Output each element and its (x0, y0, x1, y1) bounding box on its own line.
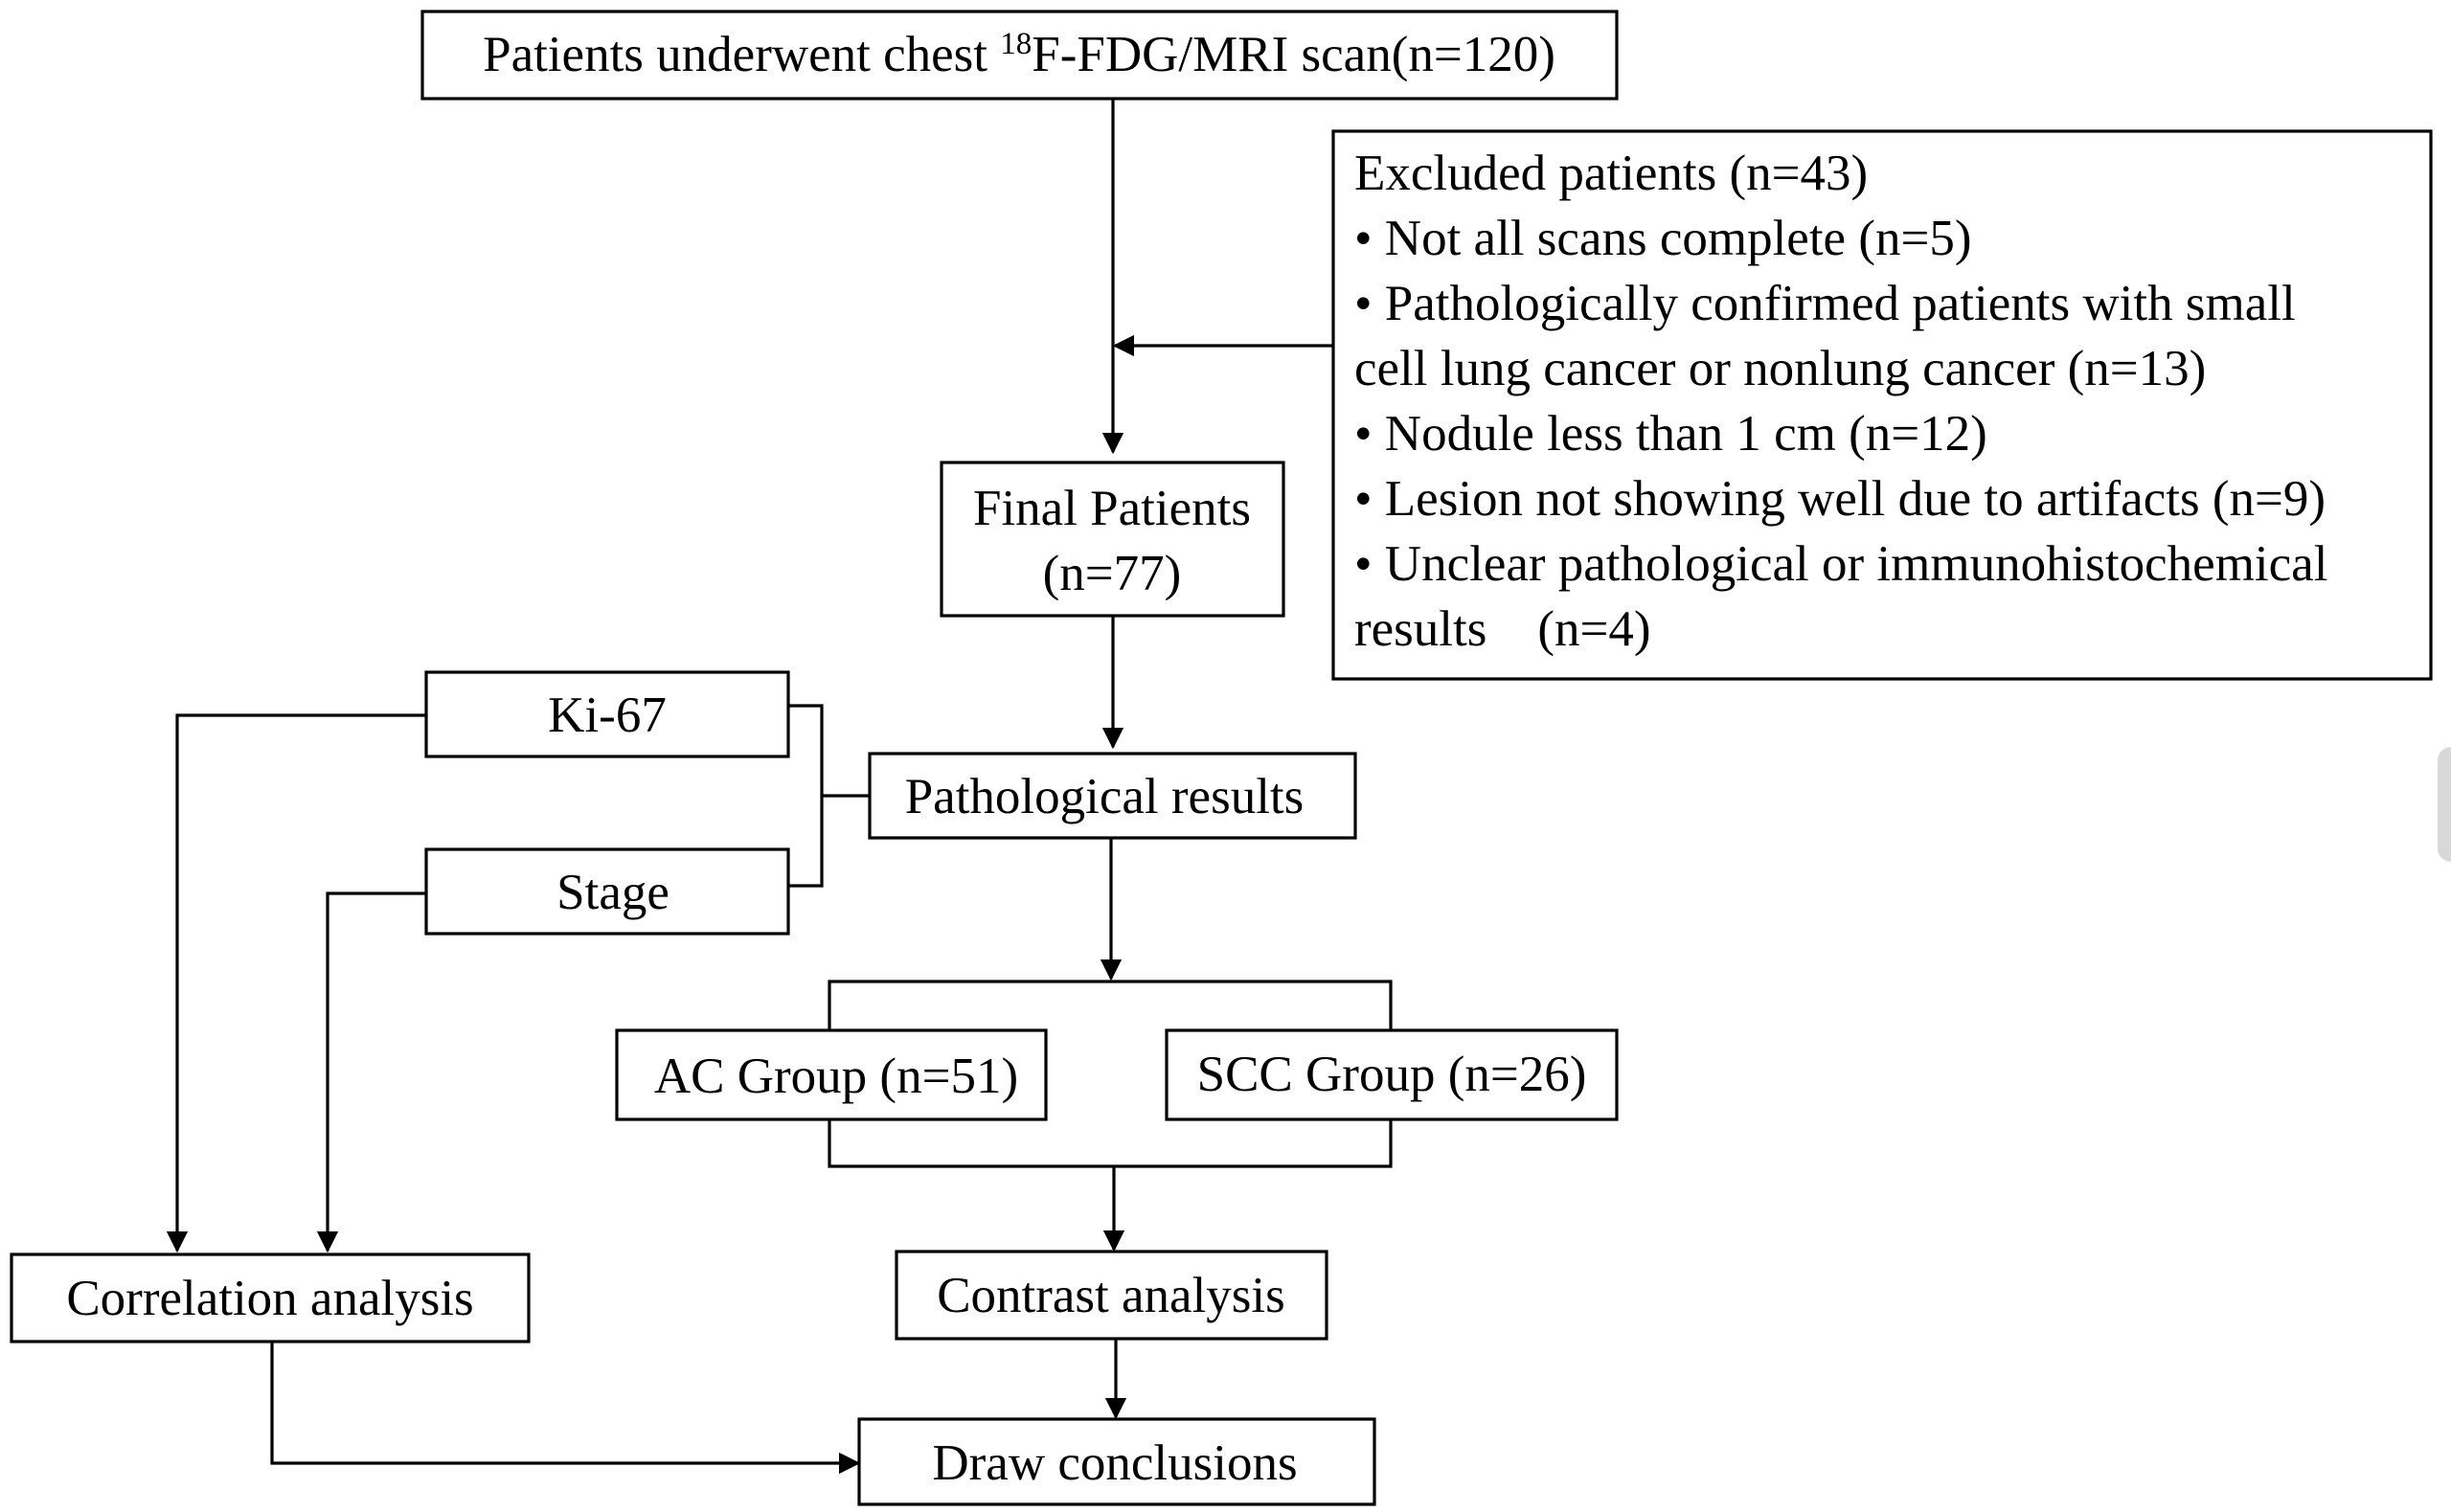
final-patients-count: (n=77) (1043, 546, 1182, 601)
excluded-reason-1: • Not all scans complete (n=5) (1354, 211, 1972, 266)
final-patients-label: Final Patients (973, 481, 1251, 536)
box-scc-group: SCC Group (n=26) (1165, 1028, 1619, 1121)
excluded-reason-5: • Unclear pathological or immunohistoche… (1354, 536, 2327, 592)
excluded-reason-3: • Nodule less than 1 cm (n=12) (1354, 406, 1987, 462)
box-final-patients: Final Patients (n=77) (940, 461, 1285, 618)
box-correlation-analysis: Correlation analysis (10, 1252, 531, 1343)
bracket-ki67-stage (788, 704, 870, 888)
pathological-results-label: Pathological results (905, 769, 1305, 824)
ki67-label: Ki-67 (548, 688, 667, 743)
page-edge-handle (2438, 747, 2451, 862)
excluded-title: Excluded patients (n=43) (1354, 146, 1868, 201)
box-patients-scanned: Patients underwent chest 18F-FDG/MRI sca… (420, 10, 1619, 101)
contrast-analysis-label: Contrast analysis (937, 1268, 1285, 1323)
box-stage: Stage (424, 847, 790, 936)
draw-conclusions-label: Draw conclusions (932, 1435, 1297, 1491)
patients-scanned-label: Patients underwent chest 18F-FDG/MRI sca… (483, 27, 1555, 82)
box-pathological-results: Pathological results (868, 752, 1357, 840)
ac-group-label: AC Group (n=51) (654, 1049, 1018, 1104)
box-contrast-analysis: Contrast analysis (895, 1250, 1328, 1341)
box-ac-group: AC Group (n=51) (615, 1028, 1048, 1121)
excluded-reason-2-cont: cell lung cancer or nonlung cancer (n=13… (1354, 341, 2206, 396)
box-draw-conclusions: Draw conclusions (857, 1417, 1376, 1506)
excluded-reason-4: • Lesion not showing well due to artifac… (1354, 471, 2326, 527)
bracket-groups-bottom (828, 1119, 1393, 1168)
arrow-stage-to-correlation (316, 891, 426, 1253)
box-excluded-patients: Excluded patients (n=43) • Not all scans… (1331, 129, 2433, 681)
box-ki67: Ki-67 (424, 670, 790, 758)
scc-group-label: SCC Group (n=26) (1197, 1047, 1587, 1102)
stage-label: Stage (556, 865, 669, 920)
arrow-ki67-to-correlation (166, 713, 426, 1253)
correlation-analysis-label: Correlation analysis (66, 1271, 473, 1326)
connectors (166, 99, 1393, 1475)
excluded-reason-5-cont: results (n=4) (1354, 601, 1651, 657)
bracket-groups-top (828, 980, 1393, 1030)
arrow-correlation-to-conclusions (270, 1342, 861, 1475)
excluded-reason-2: • Pathologically confirmed patients with… (1354, 276, 2296, 331)
